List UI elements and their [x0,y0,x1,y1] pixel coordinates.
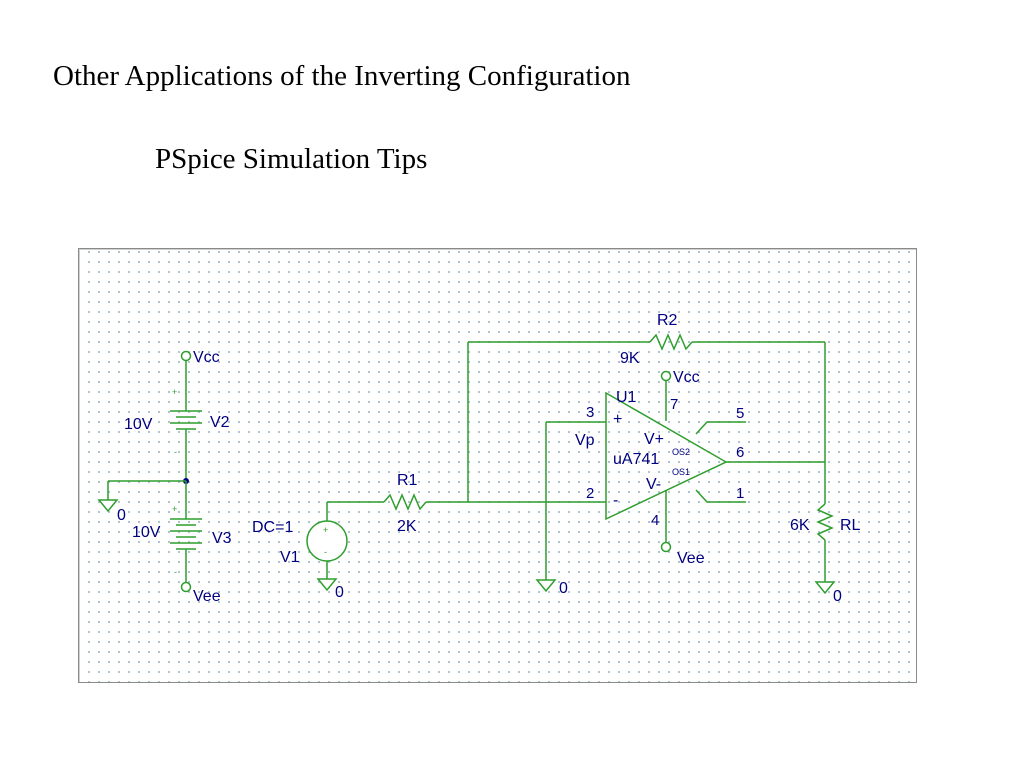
opamp-plus-sign: + [613,411,622,428]
opamp-pin2: 2 [586,485,594,502]
feedback-section: R2 9K [467,312,826,504]
opamp-pin4: 4 [651,512,659,529]
r2-name: R2 [657,312,678,329]
opamp-vminus-label: V- [646,476,661,493]
r1-section: R1 2K [383,472,606,535]
rl-ground-label: 0 [833,588,842,605]
v1-ground-label: 0 [335,584,344,601]
opamp-pin1: 1 [736,485,744,502]
schematic-window[interactable]: Vcc + - 10V V2 0 + [78,248,917,683]
supply-ground-label: 0 [117,507,126,524]
v3-plus-sign: + [172,504,177,514]
r1-name: R1 [397,472,418,489]
rl-resistor-icon[interactable] [816,503,834,541]
load-section: 0 6K RL [790,503,861,605]
schematic-diagram: Vcc + - 10V V2 0 + [97,312,861,605]
v2-plus-sign: + [172,387,177,397]
opamp-pin5: 5 [736,405,744,422]
opamp-model: uA741 [613,451,659,468]
r2-value: 9K [620,350,640,367]
r1-resistor-icon[interactable] [383,493,427,511]
vp-ground-icon [535,579,557,593]
opamp-vcc-label: Vcc [673,369,700,386]
opamp-ref: U1 [616,389,637,406]
rl-name: RL [840,517,861,534]
vee-label: Vee [193,588,221,605]
opamp-vcc-terminal-icon[interactable] [660,370,672,382]
v2-minus-sign: - [174,447,177,457]
v1-minus-sign: - [324,547,327,557]
rl-ground-icon [814,581,836,595]
opamp-pin7: 7 [670,396,678,413]
v2-name: V2 [210,414,230,431]
opamp-vplus-label: V+ [644,431,664,448]
opamp-vee-label: Vee [677,550,705,567]
vcc-label: Vcc [193,349,220,366]
v1-name: V1 [280,549,300,566]
v1-value: DC=1 [252,519,293,536]
r2-resistor-icon[interactable] [649,333,693,351]
opamp-section: 0 3 2 + - Vp U1 V+ uA741 V- OS2 OS1 Vcc … [535,369,825,597]
v2-value: 10V [124,416,153,433]
supply-ground-icon [97,499,119,513]
vcc-terminal-icon[interactable] [180,350,192,362]
rl-value: 6K [790,517,810,534]
opamp-triangle-icon[interactable] [605,391,728,521]
opamp-vee-terminal-icon[interactable] [660,541,672,553]
v3-name: V3 [212,530,232,547]
supply-section: Vcc + - 10V V2 0 + [97,349,232,605]
input-source-section: + - 0 DC=1 V1 [252,501,384,601]
opamp-pin3: 3 [586,404,594,421]
v3-minus-sign: - [174,567,177,577]
opamp-minus-sign: - [613,492,618,509]
slide-title: Other Applications of the Inverting Conf… [53,60,631,92]
v1-ground-icon [316,578,338,592]
node-vp-label: Vp [575,432,595,449]
vee-terminal-icon[interactable] [180,581,192,593]
opamp-os1-label: OS1 [672,467,690,477]
v3-value: 10V [132,524,161,541]
v1-plus-sign: + [323,525,328,535]
opamp-pin6: 6 [736,444,744,461]
slide-subtitle: PSpice Simulation Tips [155,143,428,175]
r1-value: 2K [397,518,417,535]
vp-ground-label: 0 [559,580,568,597]
opamp-os2-label: OS2 [672,447,690,457]
